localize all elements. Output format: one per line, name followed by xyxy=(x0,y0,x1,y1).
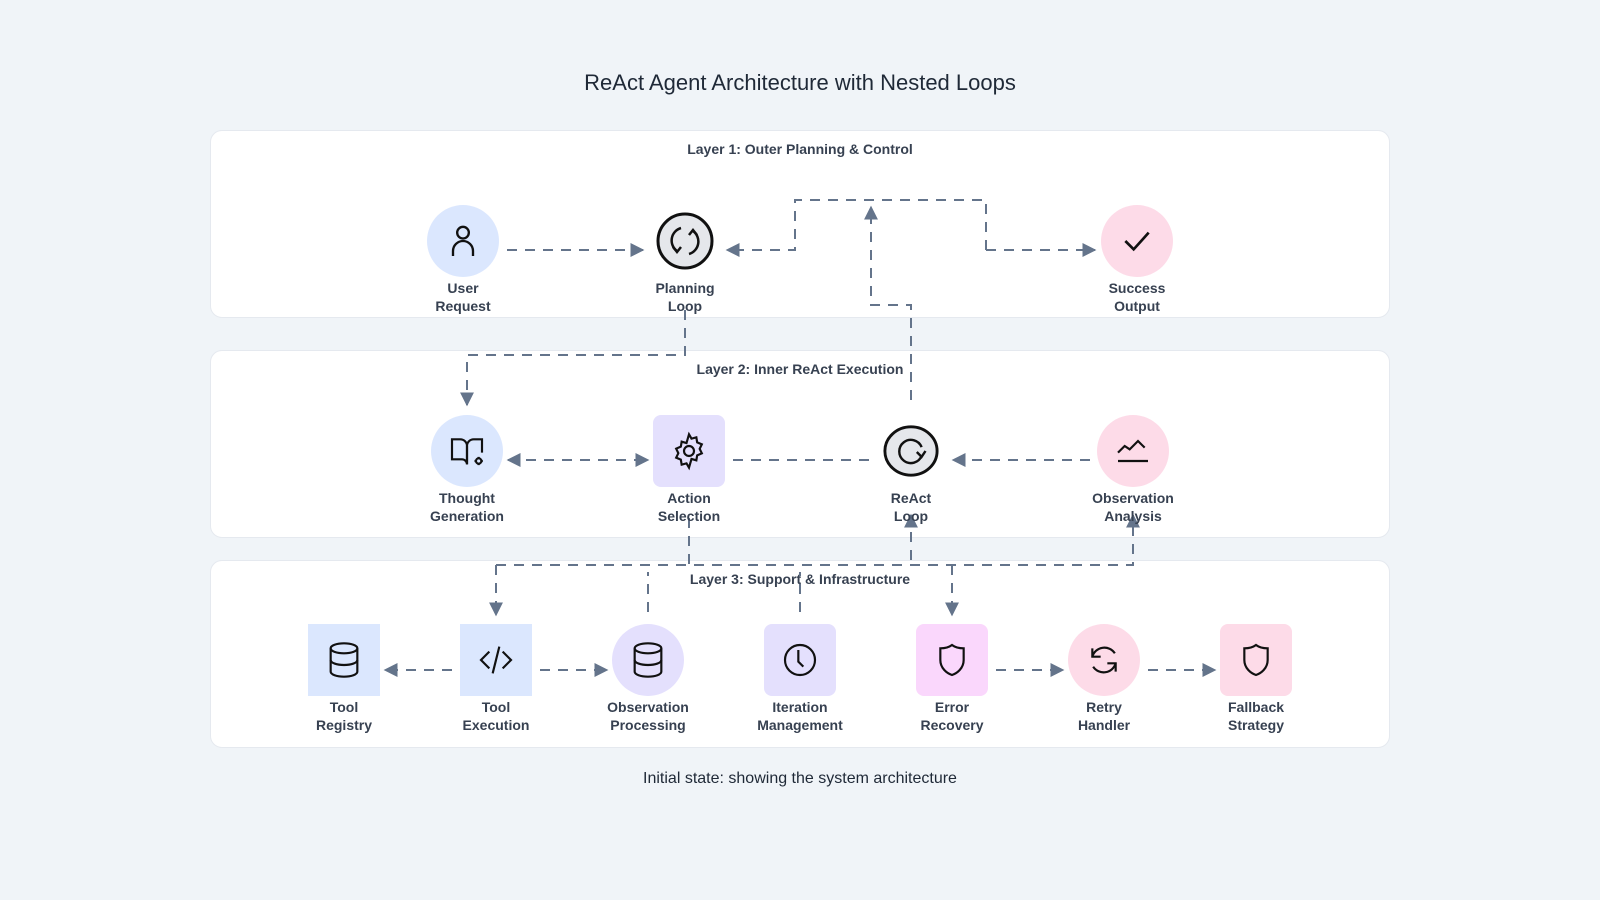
layer-1-title: Layer 1: Outer Planning & Control xyxy=(687,141,913,157)
node-retry-handler[interactable] xyxy=(1068,624,1140,696)
node-observation-processing[interactable] xyxy=(612,624,684,696)
layer-2-panel: Layer 2: Inner ReAct Execution xyxy=(210,350,1390,538)
user-icon xyxy=(451,225,475,256)
diagram-title: ReAct Agent Architecture with Nested Loo… xyxy=(584,70,1016,95)
layer-1-panel: Layer 1: Outer Planning & Control xyxy=(210,130,1390,318)
node-thought-generation[interactable] xyxy=(431,415,503,487)
layer-3-title: Layer 3: Support & Infrastructure xyxy=(689,571,911,587)
line-chart-icon xyxy=(1117,439,1148,463)
code-icon xyxy=(479,646,513,674)
node-tool-execution[interactable] xyxy=(460,624,532,696)
node-react-loop[interactable] xyxy=(875,415,947,487)
node-action-selection[interactable] xyxy=(653,415,725,487)
rotate-cw-icon xyxy=(883,425,939,477)
database-icon xyxy=(329,642,359,678)
node-error-recovery[interactable] xyxy=(916,624,988,696)
status-caption: Initial state: showing the system archit… xyxy=(643,770,957,787)
database-icon xyxy=(633,642,663,678)
refresh-icon xyxy=(1091,646,1117,674)
check-icon xyxy=(1124,231,1150,252)
gear-icon xyxy=(674,431,704,471)
shield-icon xyxy=(939,643,965,677)
layer-2-title: Layer 2: Inner ReAct Execution xyxy=(696,361,904,377)
node-iteration-management[interactable] xyxy=(764,624,836,696)
clock-icon xyxy=(783,643,817,677)
node-fallback-strategy[interactable] xyxy=(1220,624,1292,696)
node-user-request[interactable] xyxy=(427,205,499,277)
book-gear-icon xyxy=(450,438,484,466)
node-tool-registry[interactable] xyxy=(308,624,380,696)
refresh-loop-icon xyxy=(656,212,714,270)
shield-icon xyxy=(1243,643,1269,677)
node-planning-loop[interactable] xyxy=(649,205,721,277)
node-observation-analysis[interactable] xyxy=(1097,415,1169,487)
node-success-output[interactable] xyxy=(1101,205,1173,277)
